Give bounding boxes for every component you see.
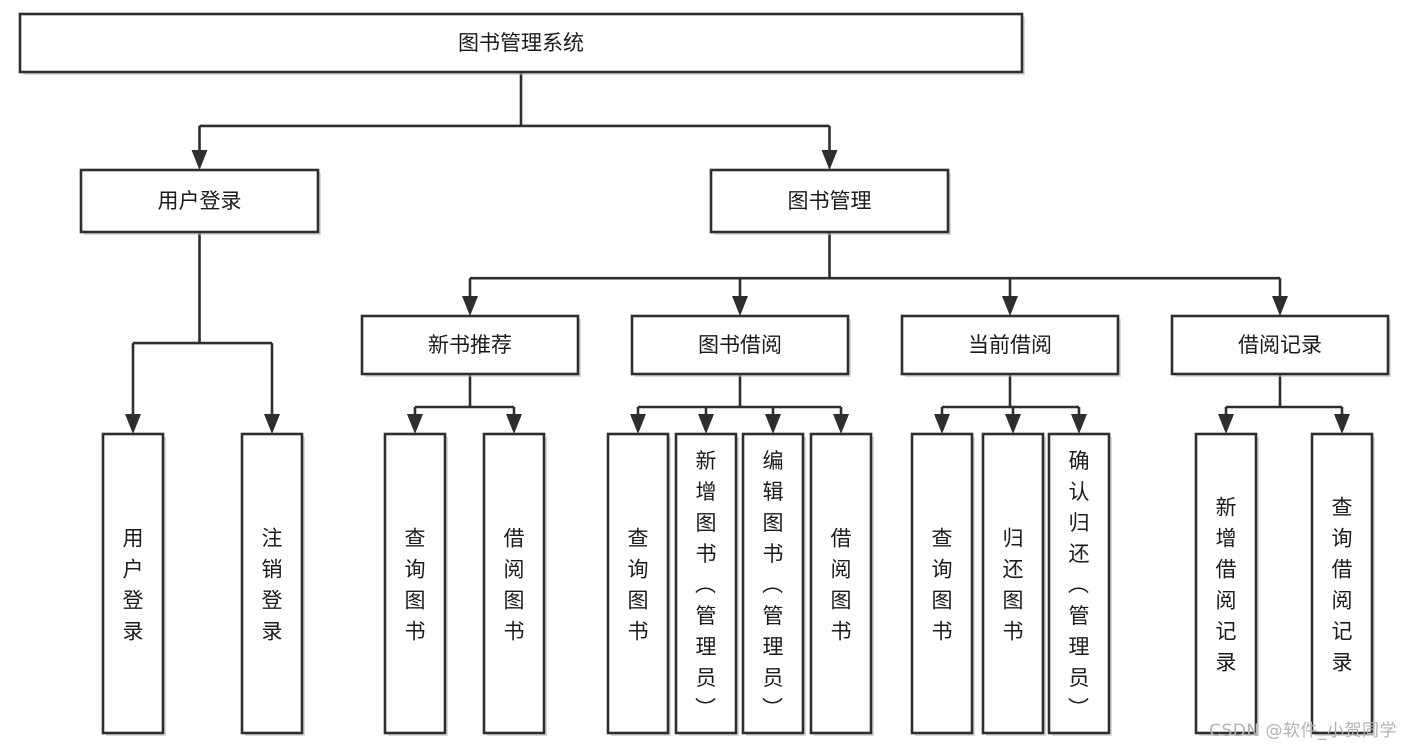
node-box-leaf-borrow-book[interactable] — [809, 432, 873, 735]
node-leaf-edit-book-admin[interactable]: 编辑图书（管理员） — [741, 432, 806, 736]
node-box-leaf-add-borrow-record[interactable] — [1194, 432, 1258, 735]
edge-book-manage-borrow-record-arrowhead — [1272, 296, 1288, 316]
node-box-leaf-edit-book-admin[interactable] — [741, 432, 805, 735]
edge-group-borrow-record — [1218, 374, 1350, 434]
node-label-current-borrow: 当前借阅 — [968, 333, 1052, 357]
node-box-leaf-rec-borrow-book[interactable] — [482, 432, 546, 735]
edge-borrow-add-arrowhead — [698, 414, 714, 434]
node-box-leaf-add-book-admin[interactable] — [674, 432, 738, 735]
node-leaf-borrow-book[interactable]: 借阅图书 — [809, 432, 874, 736]
node-leaf-borrow-query-book[interactable]: 查询图书 — [606, 432, 671, 736]
node-borrow-record[interactable]: 借阅记录 — [1170, 314, 1391, 377]
edge-cur-confirm-arrowhead — [1071, 414, 1087, 434]
edge-cur-return-arrowhead — [1005, 414, 1021, 434]
edge-group-new-book-rec — [407, 374, 522, 434]
edge-root-user-login-arrowhead — [191, 150, 208, 170]
node-book-manage[interactable]: 图书管理 — [709, 168, 951, 235]
node-box-book-manage[interactable] — [709, 168, 950, 234]
node-leaf-cur-query-book[interactable]: 查询图书 — [910, 432, 975, 736]
node-leaf-user-login[interactable]: 用户登录 — [101, 432, 166, 736]
node-book-borrow[interactable]: 图书借阅 — [630, 314, 851, 377]
node-box-new-book-rec[interactable] — [360, 314, 580, 376]
node-new-book-rec[interactable]: 新书推荐 — [360, 314, 581, 377]
edge-root-book-manage-arrowhead — [821, 150, 838, 170]
node-leaf-logout[interactable]: 注销登录 — [240, 432, 305, 736]
node-label-leaf-borrow-book: 借阅图书 — [831, 527, 852, 644]
edge-book-manage-current-borrow-arrowhead — [1002, 296, 1018, 316]
edge-borrow-query-arrowhead — [630, 414, 646, 434]
node-label-borrow-record: 借阅记录 — [1238, 333, 1322, 357]
edge-group-user-login — [125, 232, 280, 434]
node-label-book-borrow: 图书借阅 — [698, 333, 782, 357]
node-box-user-login[interactable] — [79, 168, 320, 234]
node-layer: 图书管理系统用户登录图书管理新书推荐图书借阅当前借阅借阅记录用户登录注销登录查询… — [18, 12, 1391, 736]
node-label-book-manage: 图书管理 — [788, 189, 872, 213]
node-user-login[interactable]: 用户登录 — [79, 168, 321, 235]
edge-book-manage-book-borrow-arrowhead — [732, 296, 748, 316]
node-box-leaf-cur-query-book[interactable] — [910, 432, 974, 735]
node-leaf-add-book-admin[interactable]: 新增图书（管理员） — [674, 432, 739, 736]
node-leaf-add-borrow-record[interactable]: 新增借阅记录 — [1194, 432, 1259, 736]
node-current-borrow[interactable]: 当前借阅 — [900, 314, 1121, 377]
node-box-borrow-record[interactable] — [1170, 314, 1390, 376]
node-leaf-query-borrow-record[interactable]: 查询借阅记录 — [1310, 432, 1375, 736]
edge-layer — [125, 72, 1350, 434]
node-label-leaf-rec-query-book: 查询图书 — [405, 527, 426, 644]
node-root[interactable]: 图书管理系统 — [18, 12, 1025, 75]
csdn-watermark: CSDN @软件_小贺同学 — [1209, 721, 1397, 741]
edge-user-login-leaf-user-login-arrowhead — [125, 414, 141, 434]
edge-book-manage-new-book-rec-arrowhead — [462, 296, 478, 316]
node-leaf-return-book[interactable]: 归还图书 — [981, 432, 1046, 736]
node-box-leaf-rec-query-book[interactable] — [383, 432, 447, 735]
node-label-leaf-rec-borrow-book: 借阅图书 — [504, 527, 525, 644]
edge-borrow-edit-arrowhead — [765, 414, 781, 434]
edge-group-book-borrow — [630, 374, 849, 434]
node-label-leaf-borrow-query-book: 查询图书 — [628, 527, 649, 644]
node-box-leaf-query-borrow-record[interactable] — [1310, 432, 1374, 735]
node-box-leaf-logout[interactable] — [240, 432, 304, 735]
edge-borrow-borrow-arrowhead — [833, 414, 849, 434]
node-label-leaf-cur-query-book: 查询图书 — [932, 527, 953, 644]
edge-rec-query-arrowhead — [407, 414, 423, 434]
node-label-user-login: 用户登录 — [158, 189, 242, 213]
node-box-current-borrow[interactable] — [900, 314, 1120, 376]
edge-group-root — [191, 72, 838, 170]
node-box-leaf-confirm-return-admin[interactable] — [1047, 432, 1111, 735]
node-leaf-rec-query-book[interactable]: 查询图书 — [383, 432, 448, 736]
node-label-leaf-return-book: 归还图书 — [1003, 527, 1024, 644]
node-label-leaf-logout: 注销登录 — [262, 527, 283, 644]
edge-user-login-leaf-logout-arrowhead — [264, 414, 280, 434]
edge-rec-query-record-arrowhead — [1334, 414, 1350, 434]
edge-rec-add-arrowhead — [1218, 414, 1234, 434]
node-label-root: 图书管理系统 — [458, 31, 584, 55]
node-label-leaf-user-login: 用户登录 — [123, 527, 144, 644]
node-label-new-book-rec: 新书推荐 — [428, 333, 512, 357]
node-box-book-borrow[interactable] — [630, 314, 850, 376]
node-label-leaf-query-borrow-record: 查询借阅记录 — [1332, 496, 1353, 675]
node-label-leaf-confirm-return-admin: 确认归还（管理员） — [1068, 449, 1090, 721]
node-box-leaf-user-login[interactable] — [101, 432, 165, 735]
node-box-leaf-borrow-query-book[interactable] — [606, 432, 670, 735]
edge-rec-borrow-arrowhead — [506, 414, 522, 434]
edge-group-book-manage — [462, 232, 1288, 316]
node-leaf-rec-borrow-book[interactable]: 借阅图书 — [482, 432, 547, 736]
node-leaf-confirm-return-admin[interactable]: 确认归还（管理员） — [1047, 432, 1112, 736]
edge-cur-query-arrowhead — [934, 414, 950, 434]
node-label-leaf-add-book-admin: 新增图书（管理员） — [695, 449, 717, 721]
edge-group-current-borrow — [934, 374, 1087, 434]
node-box-root[interactable] — [18, 12, 1024, 74]
node-label-leaf-edit-book-admin: 编辑图书（管理员） — [762, 449, 784, 721]
node-label-leaf-add-borrow-record: 新增借阅记录 — [1216, 496, 1237, 675]
node-box-leaf-return-book[interactable] — [981, 432, 1045, 735]
